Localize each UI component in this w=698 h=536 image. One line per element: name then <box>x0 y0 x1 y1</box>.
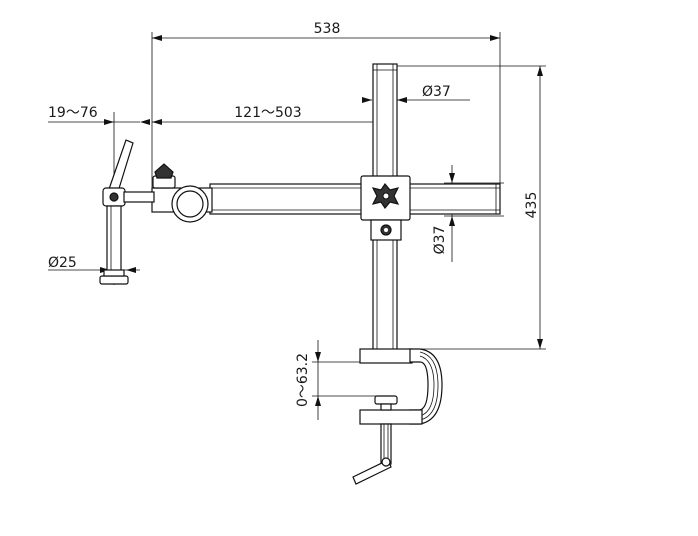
dim-holder-offset-label: 19～76 <box>48 105 98 121</box>
dim-overall-width-label: 538 <box>314 21 341 37</box>
dim-clamp-opening-label: 0～63.2 <box>295 353 311 407</box>
thumb-knob-icon <box>154 163 174 179</box>
dim-overall-height-label: 435 <box>524 192 540 219</box>
dim-arm-reach-label: 121～503 <box>234 105 301 121</box>
horizontal-arm <box>209 183 501 215</box>
cross-clamp-block <box>360 175 411 241</box>
dim-arm-diameter-label: Ø37 <box>432 226 448 255</box>
dim-holder-diameter-label: Ø25 <box>48 255 77 271</box>
dim-post-diameter-label: Ø37 <box>422 84 451 100</box>
holder-clamp <box>151 163 213 223</box>
c-clamp-base <box>352 348 443 485</box>
side-holder <box>99 139 155 285</box>
